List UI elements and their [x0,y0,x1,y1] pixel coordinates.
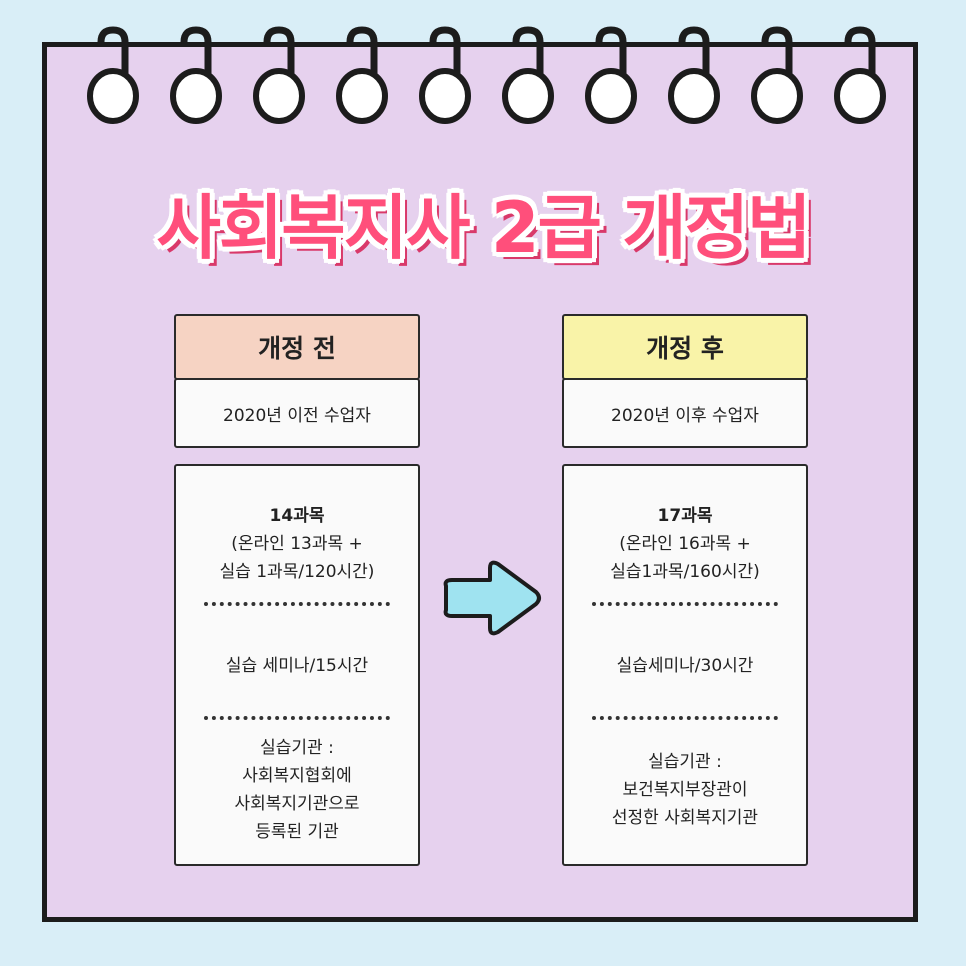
after-header: 개정 후 [562,314,808,380]
before-column: 개정 전 2020년 이전 수업자 14과목 (온라인 13과목 + 실습 1과… [174,314,420,866]
before-header: 개정 전 [174,314,420,380]
before-subheader: 2020년 이전 수업자 [174,378,420,448]
page-title: 사회복지사 2급 개정법 [156,187,811,269]
before-institution-line3: 사회복지기관으로 [234,794,360,814]
after-institution: 실습기관 : 보건복지부장관이 선정한 사회복지기관 [564,748,806,832]
before-institution-line2: 사회복지협회에 [242,766,352,786]
before-institution-line1: 실습기관 : [260,738,334,758]
after-courses: 17과목 (온라인 16과목 + 실습1과목/160시간) [564,502,806,586]
dotted-divider [592,716,778,720]
spiral-ring-icon [87,26,139,124]
after-institution-line3: 선정한 사회복지기관 [611,808,759,828]
spiral-ring-icon [585,26,637,124]
spiral-ring-icon [170,26,222,124]
before-institution: 실습기관 : 사회복지협회에 사회복지기관으로 등록된 기관 [176,734,418,846]
before-courses-line3: 실습 1과목/120시간) [219,562,375,582]
dotted-divider [204,716,390,720]
after-column: 개정 후 2020년 이후 수업자 17과목 (온라인 16과목 + 실습1과목… [562,314,808,866]
after-institution-line2: 보건복지부장관이 [622,780,748,800]
spiral-ring-icon [419,26,471,124]
after-courses-line3: 실습1과목/160시간) [610,562,760,582]
before-courses-line2: (온라인 13과목 + [231,534,363,554]
spiral-ring-icon [336,26,388,124]
before-seminar: 실습 세미나/15시간 [225,656,369,676]
after-seminar: 실습세미나/30시간 [616,656,754,676]
after-institution-line1: 실습기관 : [648,752,722,772]
before-courses-title: 14과목 [269,506,325,526]
spiral-ring-icon [668,26,720,124]
after-details: 17과목 (온라인 16과목 + 실습1과목/160시간) 실습세미나/30시간… [562,464,808,866]
after-courses-line2: (온라인 16과목 + [619,534,751,554]
spiral-binding [87,26,886,124]
before-details: 14과목 (온라인 13과목 + 실습 1과목/120시간) 실습 세미나/15… [174,464,420,866]
dotted-divider [204,602,390,606]
after-courses-title: 17과목 [657,506,713,526]
spiral-ring-icon [834,26,886,124]
spiral-ring-icon [253,26,305,124]
before-institution-line4: 등록된 기관 [255,822,339,842]
spiral-ring-icon [502,26,554,124]
dotted-divider [592,602,778,606]
right-arrow-icon [443,560,541,636]
before-courses: 14과목 (온라인 13과목 + 실습 1과목/120시간) [176,502,418,586]
spiral-ring-icon [751,26,803,124]
after-subheader: 2020년 이후 수업자 [562,378,808,448]
